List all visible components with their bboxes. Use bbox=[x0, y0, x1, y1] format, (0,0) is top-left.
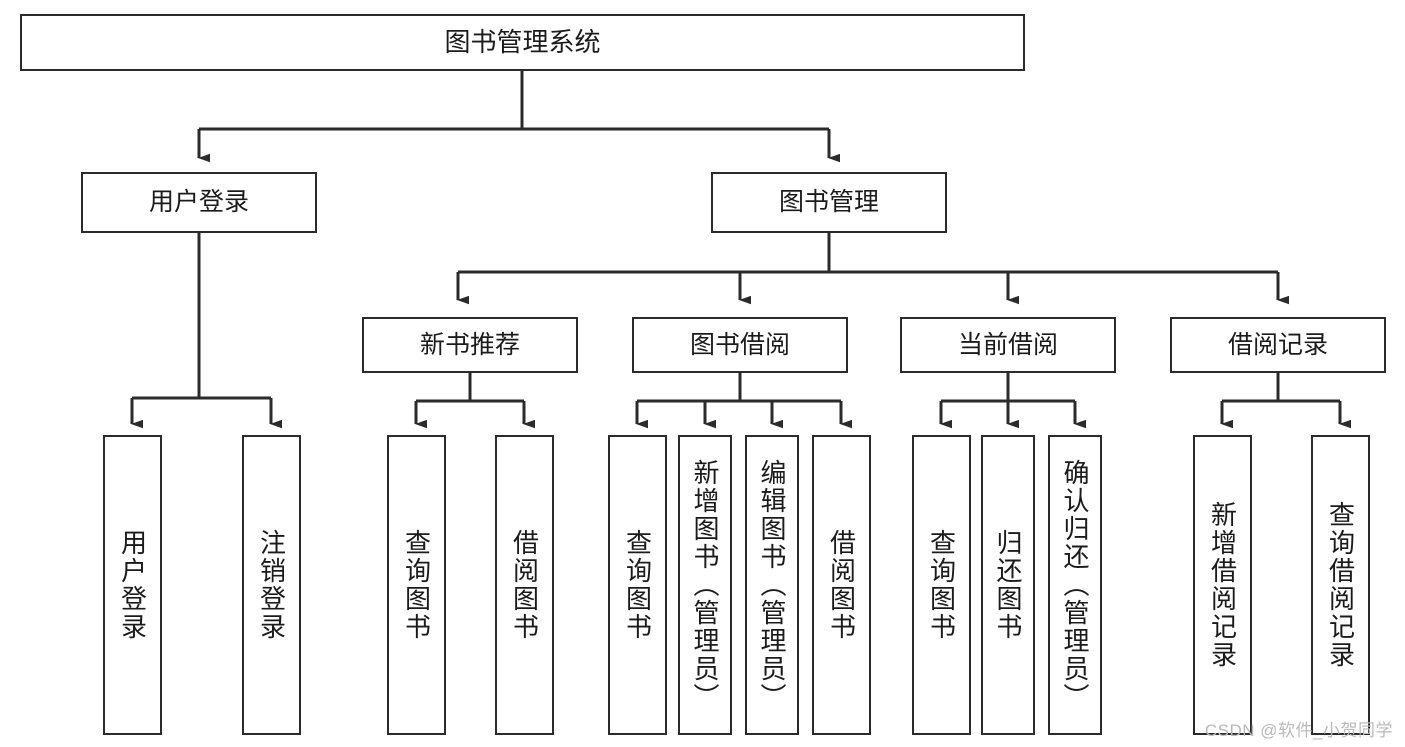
node-book-borrow[interactable]: 图书借阅 bbox=[632, 317, 848, 373]
node-label: 图书借阅 bbox=[689, 330, 790, 359]
node-label: 用户登录 bbox=[117, 529, 148, 641]
csdn-watermark: CSDN @软件_小贺同学 bbox=[1204, 721, 1393, 740]
node-leaf-return-book[interactable]: 归还图书 bbox=[981, 435, 1035, 735]
node-label: 查询借阅记录 bbox=[1325, 501, 1356, 669]
node-borrow-record[interactable]: 借阅记录 bbox=[1170, 317, 1386, 373]
node-leaf-user-login[interactable]: 用户登录 bbox=[103, 435, 162, 735]
node-label: 新增借阅记录 bbox=[1207, 501, 1238, 669]
node-user-login[interactable]: 用户登录 bbox=[81, 172, 317, 233]
node-label: 查询图书 bbox=[401, 529, 432, 641]
node-leaf-logout[interactable]: 注销登录 bbox=[242, 435, 301, 735]
node-label: 查询图书 bbox=[926, 529, 957, 641]
node-book-management[interactable]: 图书管理 bbox=[711, 172, 947, 233]
node-label: 图书管理系统 bbox=[444, 26, 601, 57]
node-label: 当前借阅 bbox=[957, 330, 1058, 359]
node-leaf-query-record[interactable]: 查询借阅记录 bbox=[1311, 435, 1370, 735]
node-leaf-borrow-book-2[interactable]: 借阅图书 bbox=[812, 435, 871, 735]
node-label: 注销登录 bbox=[256, 529, 287, 641]
node-label: 用户登录 bbox=[148, 188, 249, 217]
node-label: 借阅记录 bbox=[1227, 330, 1328, 359]
node-leaf-edit-book[interactable]: 编辑图书（管理员） bbox=[745, 435, 799, 735]
node-leaf-borrow-book-1[interactable]: 借阅图书 bbox=[495, 435, 554, 735]
node-leaf-add-book[interactable]: 新增图书（管理员） bbox=[678, 435, 732, 735]
node-label: 编辑图书（管理员） bbox=[757, 459, 787, 711]
node-root-system[interactable]: 图书管理系统 bbox=[20, 14, 1025, 71]
node-label: 查询图书 bbox=[622, 529, 653, 641]
node-leaf-query-book-2[interactable]: 查询图书 bbox=[608, 435, 667, 735]
node-leaf-query-book-1[interactable]: 查询图书 bbox=[387, 435, 446, 735]
node-label: 图书管理 bbox=[778, 188, 879, 217]
node-label: 借阅图书 bbox=[826, 529, 857, 641]
node-label: 新书推荐 bbox=[419, 330, 520, 359]
node-leaf-query-book-3[interactable]: 查询图书 bbox=[912, 435, 971, 735]
node-label: 归还图书 bbox=[993, 529, 1023, 641]
node-leaf-add-record[interactable]: 新增借阅记录 bbox=[1193, 435, 1252, 735]
node-label: 新增图书（管理员） bbox=[690, 459, 720, 711]
node-label: 借阅图书 bbox=[509, 529, 540, 641]
node-leaf-confirm-return[interactable]: 确认归还（管理员） bbox=[1048, 435, 1102, 735]
node-new-book-recommend[interactable]: 新书推荐 bbox=[362, 317, 578, 373]
node-label: 确认归还（管理员） bbox=[1060, 459, 1090, 711]
node-current-borrow[interactable]: 当前借阅 bbox=[900, 317, 1116, 373]
